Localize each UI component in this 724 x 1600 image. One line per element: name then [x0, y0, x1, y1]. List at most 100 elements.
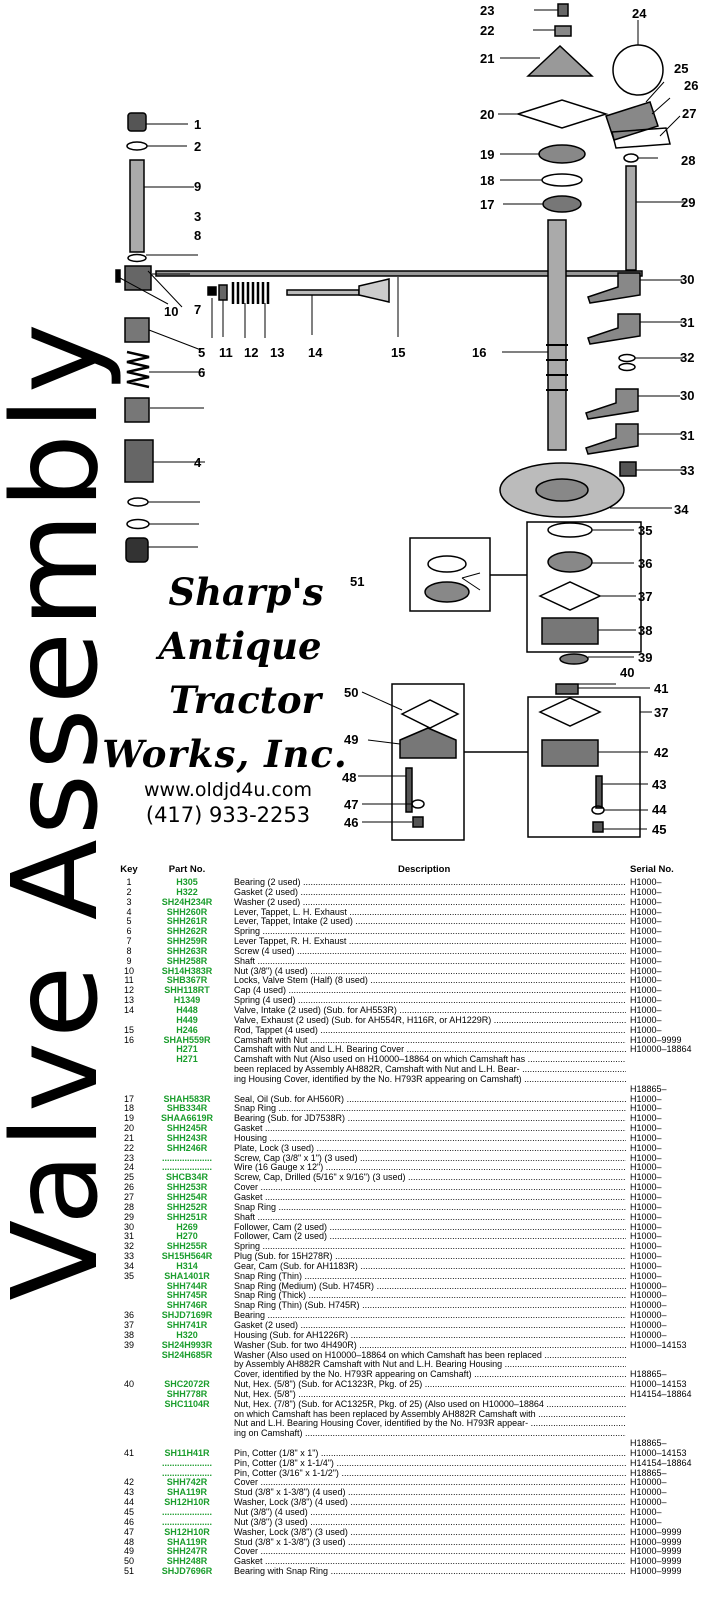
row-part-no: SH24H685R: [161, 1349, 213, 1360]
row-serial-no: H1000–9999: [630, 1536, 682, 1547]
row-part-no: SHH245R: [166, 1123, 208, 1134]
callout-29: 29: [681, 195, 695, 210]
row-description: Bearing (Sub. for JD7538R): [234, 1114, 626, 1124]
row-key: 31: [123, 1231, 134, 1242]
row-description: ing Housing Cover, identified by the No.…: [234, 1075, 626, 1085]
row-key: 44: [123, 1497, 134, 1508]
table-row: 27SHH254RGasketH1000–: [118, 1192, 720, 1203]
row-key: 34: [123, 1260, 134, 1271]
row-description: Pin, Cotter (1/8" x 1-1/4"): [234, 1459, 626, 1469]
callout-38: 38: [638, 623, 652, 638]
row-description: Housing: [234, 1134, 626, 1144]
row-description: Camshaft with Nut: [234, 1036, 626, 1046]
table-row: on which Camshaft has been replaced by A…: [118, 1410, 720, 1420]
row-serial-no: H1000–: [630, 1507, 662, 1517]
table-row: 24....................Wire (16 Gauge x 1…: [118, 1163, 720, 1173]
row-part-no: SHH746R: [166, 1300, 208, 1311]
row-description: Nut, Hex. (5/8") (Sub. for AC1323R, Pkg.…: [234, 1380, 626, 1390]
row-part-no: SHH118RT: [164, 985, 210, 996]
row-serial-no: H18865–: [630, 1467, 667, 1478]
callout-44: 44: [652, 802, 667, 817]
row-description: Snap Ring (Thick): [234, 1291, 626, 1301]
row-serial-no: H1000–: [630, 1260, 662, 1271]
row-description: been replaced by Assembly AH882R, Camsha…: [234, 1065, 626, 1075]
row-key: 3: [126, 896, 132, 907]
row-description: Camshaft with Nut (Also used on H10000–1…: [234, 1055, 626, 1065]
row-part-no: SHJD7169R: [161, 1310, 213, 1321]
table-row: 23....................Screw, Cap (3/8" x…: [118, 1152, 720, 1164]
row-serial-no: H1000–: [630, 916, 662, 927]
row-part-no: SHH263R: [166, 945, 208, 956]
row-part-no: SHJD7696R: [161, 1566, 213, 1577]
row-serial-no: H1000–: [630, 1192, 662, 1202]
callout-3: 3: [194, 209, 201, 224]
row-serial-no: H10000–: [630, 1477, 667, 1488]
row-description: Gasket: [234, 1193, 626, 1203]
row-description: Rod, Tappet (4 used): [234, 1026, 626, 1036]
row-part-no: ....................: [161, 1152, 212, 1163]
row-part-no: SHH262R: [166, 926, 208, 937]
row-part-no: SHH247R: [166, 1546, 208, 1557]
callout-15: 15: [391, 345, 405, 360]
dealer-url[interactable]: www.oldjd4u.com: [144, 779, 312, 801]
row-part-no: ....................: [161, 1507, 212, 1517]
row-description: Spring: [234, 1242, 626, 1252]
row-part-no: SHH248R: [166, 1556, 208, 1567]
row-description: Stud (3/8" x 1-3/8") (4 used): [234, 1488, 626, 1498]
row-description: Nut, Hex. (7/8") (Sub. for AC1325R, Pkg.…: [234, 1400, 626, 1410]
table-row: H18865–: [118, 1084, 720, 1095]
row-key: 17: [123, 1093, 134, 1104]
callout-35: 35: [638, 523, 652, 538]
row-key: 9: [126, 955, 132, 966]
callout-25: 25: [674, 61, 688, 76]
table-row: 6SHH262RSpringH1000–: [118, 926, 720, 937]
row-part-no: SHH744R: [166, 1280, 208, 1291]
row-description: Cover: [234, 1478, 626, 1488]
row-description: Camshaft with Nut and L.H. Bearing Cover: [234, 1045, 626, 1055]
row-part-no: SHAH583R: [163, 1093, 211, 1104]
callout-14: 14: [308, 345, 323, 360]
row-description: Plate, Lock (3 used): [234, 1144, 626, 1154]
row-part-no: H271: [176, 1044, 198, 1055]
row-part-no: SHA119R: [166, 1487, 208, 1498]
row-key: 39: [123, 1339, 134, 1350]
row-key: 13: [123, 995, 134, 1006]
dealer-name-line-1: Sharp's: [168, 570, 324, 614]
callout-47: 47: [344, 797, 358, 812]
row-part-no: SHH255R: [166, 1241, 208, 1252]
row-part-no: ....................: [161, 1162, 212, 1173]
row-serial-no: H1000–: [630, 1093, 662, 1104]
row-key: 1: [126, 877, 132, 887]
callout-37b: 37: [654, 705, 668, 720]
header-description: Description: [398, 864, 451, 875]
row-description: Follower, Cam (2 used): [234, 1232, 626, 1242]
dealer-block: Sharp's Antique Tractor Works, Inc. www.…: [102, 565, 348, 827]
row-description: ing on Camshaft): [234, 1429, 626, 1439]
callout-16: 16: [472, 345, 486, 360]
row-serial-no: H1000–9999: [630, 1034, 682, 1045]
row-key: 42: [123, 1477, 134, 1488]
row-description: Snap Ring (Thin) (Sub. H745R): [234, 1301, 626, 1311]
row-key: 8: [126, 945, 132, 956]
row-key: 21: [123, 1132, 134, 1143]
row-description: on which Camshaft has been replaced by A…: [234, 1410, 626, 1420]
row-serial-no: H1000–: [630, 1270, 662, 1281]
row-key: 46: [123, 1516, 134, 1527]
row-description: Locks, Valve Stem (Half) (8 used): [234, 976, 626, 986]
row-part-no: SHAH559R: [163, 1034, 211, 1045]
callout-5: 5: [198, 345, 205, 360]
row-key: 50: [123, 1556, 134, 1567]
callout-36: 36: [638, 556, 652, 571]
row-description: Wire (16 Gauge x 12"): [234, 1163, 626, 1173]
row-key: 28: [123, 1201, 134, 1212]
row-part-no: SHH246R: [166, 1142, 208, 1153]
